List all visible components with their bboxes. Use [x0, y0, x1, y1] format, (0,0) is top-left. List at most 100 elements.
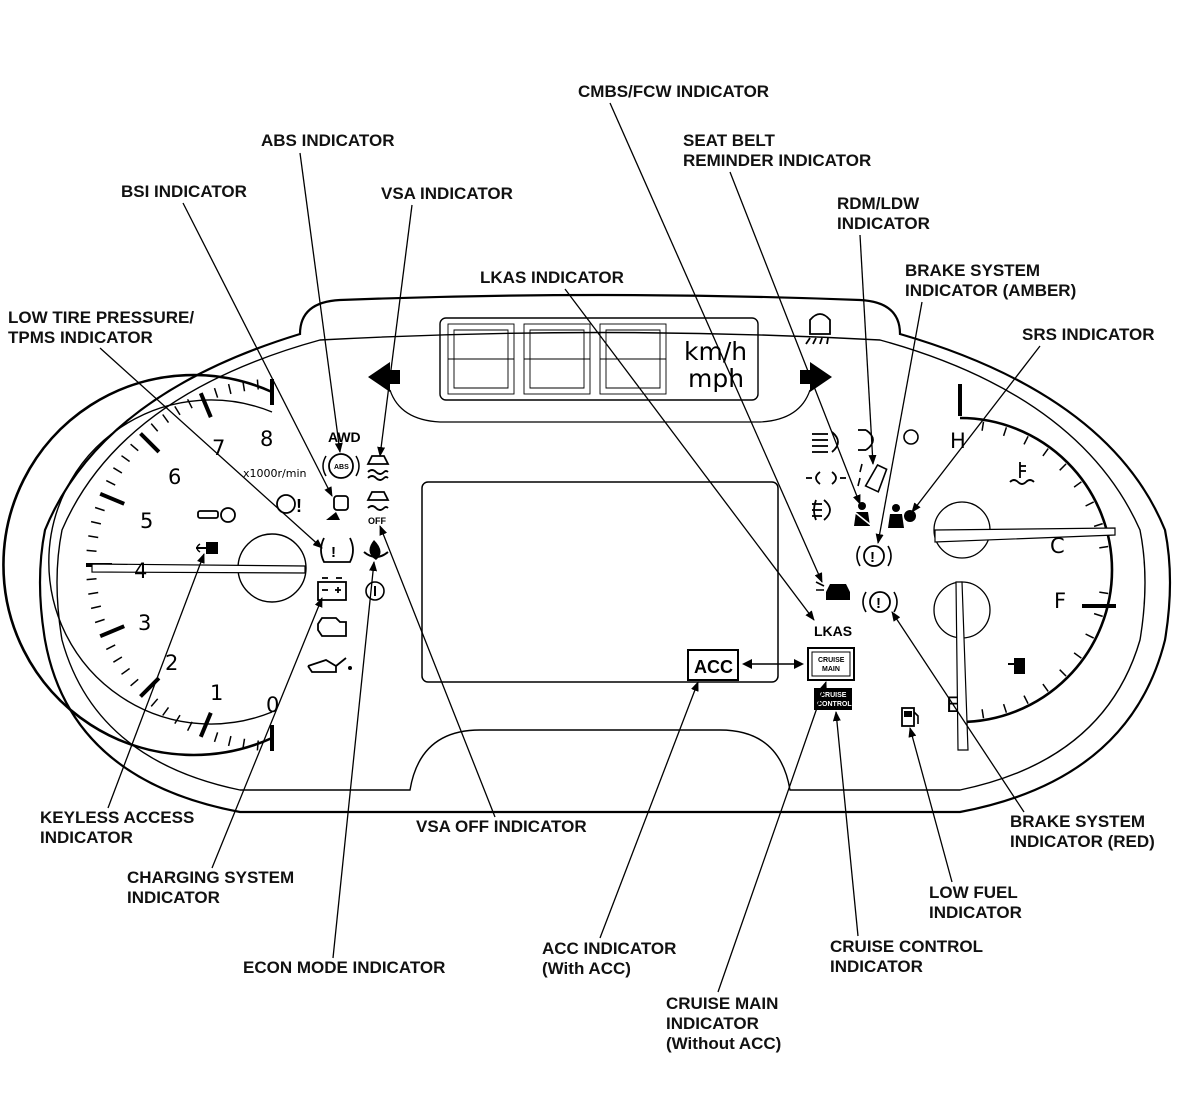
callout-cruise-control-line2: INDICATOR	[830, 957, 923, 976]
minor-tick	[150, 423, 159, 432]
callout-acc-line2: (With ACC)	[542, 959, 631, 978]
light-on-indicator-icon	[903, 429, 919, 445]
callout-cruise-main-line1: CRUISE MAIN	[666, 994, 778, 1013]
minor-tick	[1099, 545, 1109, 549]
cruise-control-line1: CRUISE	[820, 692, 847, 699]
fuel-full-label: F	[1054, 589, 1066, 613]
major-tick	[99, 624, 125, 639]
callout-seat-belt-line1: SEAT BELT	[683, 131, 776, 150]
lkas-indicator-label: LKAS	[814, 623, 852, 639]
leader-brake-amber	[875, 301, 923, 544]
cruise-control-line2: CONTROL	[817, 701, 852, 708]
tach-number-1: 1	[210, 681, 223, 705]
major-tick	[139, 432, 161, 454]
leader-econ	[332, 561, 378, 959]
callout-abs: ABS INDICATOR	[261, 131, 395, 150]
minor-tick	[227, 383, 232, 395]
acc-indicator-label: ACC	[694, 657, 733, 677]
minor-tick	[113, 467, 123, 474]
minor-tick	[88, 535, 99, 539]
leader-rdm-ldw	[859, 234, 877, 465]
minor-tick	[113, 656, 123, 663]
minor-tick	[242, 381, 246, 392]
minor-tick	[90, 520, 102, 525]
svg-text:!: !	[331, 544, 336, 561]
minor-tick	[213, 732, 219, 743]
minor-tick	[94, 618, 105, 624]
position-light-indicator-icon	[806, 471, 846, 485]
tachometer: 1 2 3 4 5 6 7 8 0 x1000r/min	[2, 373, 307, 757]
vsa-indicator-icon	[366, 455, 390, 481]
minor-tick	[90, 605, 102, 610]
callout-keyless-line2: INDICATOR	[40, 828, 133, 847]
cruise-main-line2: MAIN	[822, 666, 840, 673]
leader-low-fuel	[908, 727, 953, 883]
callout-seat-belt-line2: REMINDER INDICATOR	[683, 151, 871, 170]
minor-tick	[150, 698, 159, 707]
vsa-off-indicator-icon: OFF	[366, 491, 390, 526]
callout-econ: ECON MODE INDICATOR	[243, 958, 445, 977]
minor-tick	[1059, 669, 1067, 677]
minor-tick	[186, 398, 193, 409]
leader-acc	[599, 681, 699, 939]
low-fuel-indicator-icon	[901, 707, 919, 727]
tach-number-5: 5	[140, 509, 153, 533]
minor-tick	[174, 406, 181, 416]
svg-text:!: !	[876, 595, 881, 612]
minor-tick	[105, 479, 116, 486]
minor-tick	[121, 455, 131, 463]
left-turn-signal-icon	[368, 362, 400, 392]
minor-tick	[1002, 427, 1008, 437]
auto-headlight-icon	[805, 313, 831, 345]
minor-tick	[186, 721, 193, 732]
minor-tick	[1042, 683, 1049, 692]
callout-rdm-ldw-line1: RDM/LDW	[837, 194, 920, 213]
minor-tick	[242, 738, 246, 749]
minor-tick	[1073, 481, 1082, 488]
speed-display: km/h mph	[439, 317, 759, 401]
callout-srs: SRS INDICATOR	[1022, 325, 1155, 344]
callout-tpms-line1: LOW TIRE PRESSURE/	[8, 308, 194, 327]
minor-tick	[1085, 501, 1095, 507]
cruise-main-line1: CRUISE	[818, 657, 845, 664]
fog-light-indicator-icon	[812, 499, 831, 521]
gauge-tick-marks	[981, 421, 1109, 719]
keyless-access-indicator-icon	[196, 542, 218, 554]
seat-belt-reminder-indicator-icon	[851, 502, 873, 527]
tpms-indicator-icon: !	[320, 537, 354, 563]
callout-vsa: VSA INDICATOR	[381, 184, 513, 203]
multi-information-display	[421, 481, 779, 683]
abs-badge: ABS	[334, 464, 349, 471]
leader-cmbs-fcw	[609, 102, 823, 583]
minor-tick	[227, 735, 232, 747]
leader-vsa-off	[379, 525, 496, 818]
brake-system-amber-indicator-icon: !	[856, 545, 892, 567]
keyless-access-key-icon	[197, 507, 236, 523]
temp-fuel-gauges: H C F E	[933, 384, 1116, 751]
leader-tpms	[99, 347, 323, 549]
minor-tick	[174, 714, 181, 724]
low-beam-indicator-icon	[858, 429, 874, 451]
speed-unit-mph: mph	[688, 364, 744, 393]
econ-mode-indicator-icon	[363, 540, 389, 560]
callout-cruise-main-line2: INDICATOR	[666, 1014, 759, 1033]
callout-tpms-line2: TPMS INDICATOR	[8, 328, 153, 347]
minor-tick	[130, 678, 139, 687]
leader-abs	[299, 152, 343, 453]
tach-number-0: 0	[266, 693, 279, 717]
minor-tick	[130, 443, 139, 452]
svg-text:!: !	[296, 496, 302, 516]
minor-tick	[1099, 591, 1109, 595]
callout-cmbs-fcw: CMBS/FCW INDICATOR	[578, 82, 769, 101]
tach-number-7: 7	[212, 436, 225, 460]
acc-indicator: ACC	[687, 649, 739, 681]
minor-tick	[981, 421, 985, 431]
minor-tick	[1085, 633, 1095, 639]
leader-cruise-control	[832, 711, 859, 937]
minor-tick	[1073, 652, 1082, 659]
minor-tick	[1023, 695, 1029, 705]
high-beam-indicator-icon	[812, 431, 839, 453]
minor-tick	[94, 506, 105, 512]
minor-tick	[1002, 703, 1008, 713]
vsa-off-badge: OFF	[368, 516, 386, 526]
